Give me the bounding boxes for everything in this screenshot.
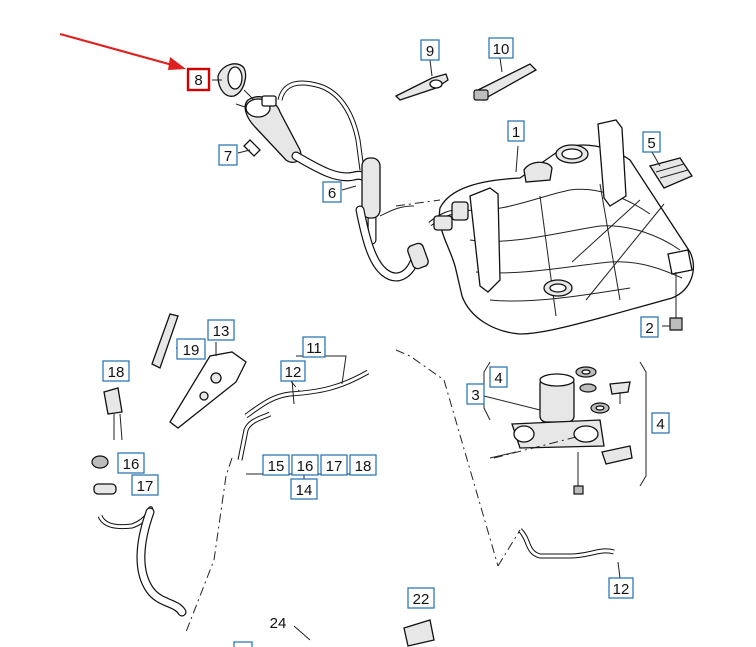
callout-1: 1 bbox=[507, 120, 525, 142]
callout-11: 11 bbox=[302, 336, 326, 358]
callout-16: 16 bbox=[117, 452, 145, 474]
svg-text:17: 17 bbox=[326, 458, 343, 475]
svg-text:18: 18 bbox=[355, 458, 372, 475]
svg-text:12: 12 bbox=[613, 581, 630, 598]
svg-text:12: 12 bbox=[285, 364, 302, 381]
svg-text:5: 5 bbox=[647, 135, 655, 152]
svg-text:24: 24 bbox=[270, 615, 287, 632]
svg-text:10: 10 bbox=[493, 41, 510, 58]
pipe-lines bbox=[91, 369, 615, 647]
callout-12-upper: 12 bbox=[280, 360, 306, 382]
callout-16-group: 16 bbox=[291, 454, 319, 476]
svg-text:4: 4 bbox=[656, 416, 664, 433]
svg-text:16: 16 bbox=[123, 456, 140, 473]
svg-text:9: 9 bbox=[426, 43, 434, 60]
callout-4-left: 4 bbox=[489, 366, 508, 388]
callout-7: 7 bbox=[218, 144, 238, 166]
filler-neck bbox=[243, 89, 302, 164]
callout-17-group: 17 bbox=[320, 454, 348, 476]
svg-text:18: 18 bbox=[108, 364, 125, 381]
pump-assembly bbox=[483, 361, 647, 495]
svg-text:1: 1 bbox=[512, 124, 520, 141]
fuel-tank bbox=[428, 119, 695, 335]
callout-10: 10 bbox=[488, 37, 514, 59]
sensor-10 bbox=[473, 57, 538, 101]
leader-7 bbox=[237, 149, 251, 154]
filler-cap bbox=[217, 63, 247, 97]
callout-4-right: 4 bbox=[651, 412, 670, 434]
callout-17: 17 bbox=[131, 474, 159, 496]
callout-9: 9 bbox=[420, 39, 440, 61]
svg-text:2: 2 bbox=[645, 320, 653, 337]
highlight-arrow bbox=[59, 32, 186, 70]
svg-text:13: 13 bbox=[213, 323, 230, 340]
svg-text:14: 14 bbox=[296, 482, 313, 499]
svg-text:11: 11 bbox=[306, 340, 322, 357]
svg-text:8: 8 bbox=[194, 72, 202, 89]
svg-text:16: 16 bbox=[297, 458, 314, 475]
callout-3: 3 bbox=[466, 383, 485, 405]
callout-cut-off bbox=[233, 641, 253, 647]
callout-12-lower: 12 bbox=[608, 577, 634, 599]
svg-text:3: 3 bbox=[471, 387, 479, 404]
svg-text:17: 17 bbox=[137, 478, 154, 495]
callout-24: 24 bbox=[270, 615, 287, 632]
svg-text:19: 19 bbox=[183, 342, 200, 359]
svg-text:7: 7 bbox=[224, 148, 232, 165]
callout-19: 19 bbox=[176, 338, 206, 360]
svg-text:22: 22 bbox=[413, 591, 430, 608]
filler-hose-6 bbox=[277, 80, 429, 282]
callout-18: 18 bbox=[102, 360, 130, 382]
callout-2: 2 bbox=[640, 316, 659, 338]
callout-5: 5 bbox=[642, 131, 661, 153]
callout-22: 22 bbox=[407, 587, 435, 609]
callout-8-highlighted: 8 bbox=[186, 67, 211, 92]
sender-unit-5 bbox=[648, 151, 693, 189]
callout-18-group: 18 bbox=[349, 454, 377, 476]
svg-text:4: 4 bbox=[494, 370, 502, 387]
svg-text:15: 15 bbox=[268, 458, 285, 475]
callout-15: 15 bbox=[262, 454, 290, 476]
svg-text:6: 6 bbox=[328, 185, 336, 202]
bracket-13 bbox=[151, 313, 247, 429]
callout-13: 13 bbox=[207, 319, 235, 341]
callout-6: 6 bbox=[322, 181, 342, 203]
dash-lines bbox=[185, 103, 581, 633]
callout-14: 14 bbox=[290, 478, 318, 500]
clip-9 bbox=[394, 59, 449, 101]
